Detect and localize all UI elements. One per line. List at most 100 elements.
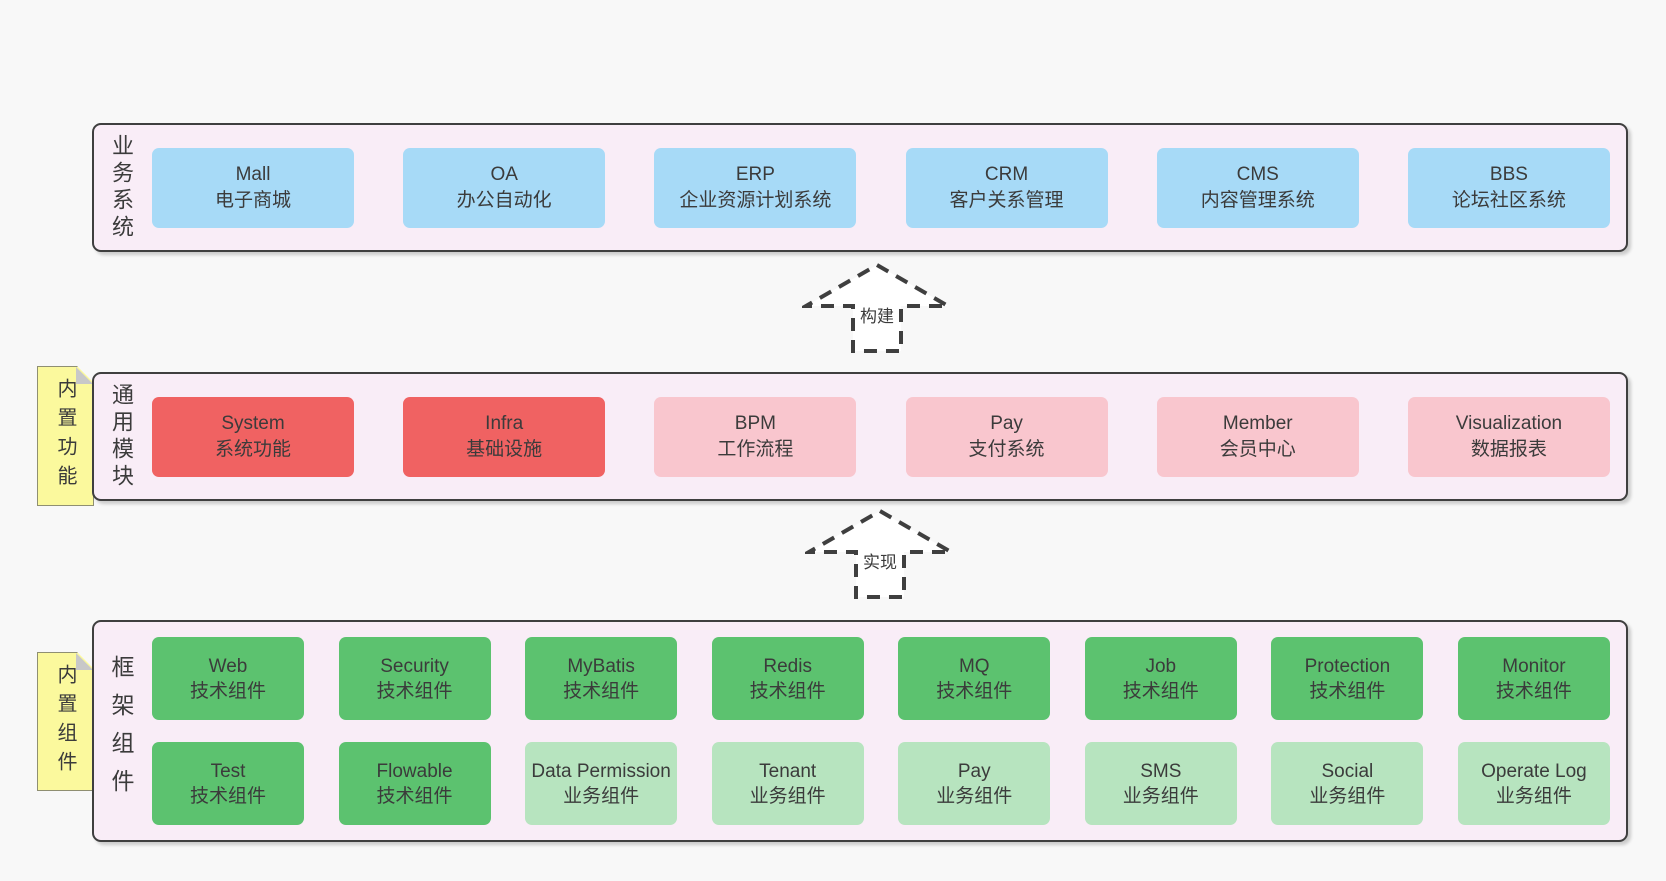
box-pay: Pay 业务组件 — [898, 742, 1051, 825]
component-name: Mall — [235, 163, 271, 185]
box-infra: Infra 基础设施 — [403, 396, 606, 477]
box-system: System 系统功能 — [152, 396, 354, 477]
component-name: MQ — [958, 655, 990, 677]
builtin-components-note-text: 内置组件 — [54, 663, 76, 780]
component-name: OA — [490, 163, 518, 185]
builtin-components-note: 内置组件 — [37, 652, 94, 791]
business-label-column: 业务系统 — [94, 125, 148, 250]
box-tenant: Tenant 业务组件 — [711, 742, 864, 825]
component-name: Web — [208, 655, 248, 677]
box-web: Web 技术组件 — [152, 637, 304, 720]
component-name: Tenant — [759, 760, 817, 782]
component-name: SMS — [1140, 760, 1182, 782]
framework-components-section: 框架组件 Web 技术组件 Security 技术组件 MyBatis 技术组件… — [92, 620, 1628, 842]
component-name: Pay — [990, 412, 1023, 434]
box-oa: OA 办公自动化 — [403, 147, 606, 228]
component-name: Social — [1321, 760, 1374, 782]
component-desc: 客户关系管理 — [949, 189, 1064, 211]
business-boxes: Mall 电子商城 OA 办公自动化 ERP 企业资源计划系统 CRM 客户关系… — [148, 125, 1626, 250]
modules-label-column: 通用模块 — [94, 374, 148, 499]
box-flowable: Flowable 技术组件 — [338, 742, 491, 825]
component-name: Pay — [957, 760, 991, 782]
component-desc: 技术组件 — [1309, 680, 1386, 702]
component-desc: 电子商城 — [214, 189, 291, 211]
component-name: CRM — [984, 163, 1029, 185]
component-desc: 会员中心 — [1219, 438, 1296, 460]
component-name: Data Permission — [531, 760, 671, 782]
component-desc: 业务组件 — [1309, 785, 1386, 807]
component-name: Redis — [763, 655, 812, 677]
box-social: Social 业务组件 — [1271, 742, 1424, 825]
box-mq: MQ 技术组件 — [898, 637, 1051, 720]
component-name: CMS — [1236, 163, 1279, 185]
component-desc: 系统功能 — [214, 438, 291, 460]
box-bpm: BPM 工作流程 — [654, 396, 857, 477]
component-desc: 办公自动化 — [456, 189, 552, 211]
box-visualization: Visualization 数据报表 — [1407, 396, 1610, 477]
box-pay: Pay 支付系统 — [905, 396, 1108, 477]
box-protection: Protection 技术组件 — [1271, 637, 1424, 720]
box-test: Test 技术组件 — [152, 742, 304, 825]
build-arrow-label: 构建 — [857, 302, 897, 327]
component-name: MyBatis — [567, 655, 635, 677]
box-monitor: Monitor 技术组件 — [1457, 637, 1610, 720]
box-bbs: BBS 论坛社区系统 — [1407, 147, 1610, 228]
component-desc: 工作流程 — [717, 438, 794, 460]
component-name: Member — [1222, 412, 1293, 434]
framework-label-column: 框架组件 — [94, 622, 148, 840]
box-member: Member 会员中心 — [1156, 396, 1359, 477]
box-sms: SMS 业务组件 — [1084, 742, 1237, 825]
box-job: Job 技术组件 — [1084, 637, 1237, 720]
box-operate-log: Operate Log 业务组件 — [1457, 742, 1610, 825]
component-name: Monitor — [1502, 655, 1566, 677]
component-name: Visualization — [1455, 412, 1563, 434]
component-name: BBS — [1489, 163, 1528, 185]
component-desc: 技术组件 — [376, 785, 453, 807]
component-desc: 技术组件 — [189, 680, 266, 702]
component-desc: 技术组件 — [563, 680, 640, 702]
framework-components-label: 框架组件 — [108, 655, 134, 807]
implement-arrow-label: 实现 — [860, 548, 900, 573]
box-data-permission: Data Permission 业务组件 — [525, 742, 678, 825]
framework-row-1: Web 技术组件 Security 技术组件 MyBatis 技术组件 Redi… — [152, 637, 1610, 720]
component-desc: 基础设施 — [466, 438, 543, 460]
component-desc: 技术组件 — [376, 680, 453, 702]
box-security: Security 技术组件 — [338, 637, 491, 720]
component-desc: 业务组件 — [1495, 785, 1572, 807]
box-mall: Mall 电子商城 — [152, 147, 354, 228]
component-desc: 技术组件 — [189, 785, 266, 807]
component-desc: 内容管理系统 — [1200, 189, 1315, 211]
box-redis: Redis 技术组件 — [711, 637, 864, 720]
component-name: System — [221, 412, 285, 434]
component-name: Protection — [1304, 655, 1391, 677]
common-modules-section: 通用模块 System 系统功能 Infra 基础设施 BPM 工作流程 Pay… — [92, 372, 1628, 501]
builtin-features-note-text: 内置功能 — [54, 378, 76, 494]
component-desc: 技术组件 — [936, 680, 1013, 702]
component-desc: 技术组件 — [749, 680, 826, 702]
component-name: Security — [380, 655, 449, 677]
component-desc: 业务组件 — [749, 785, 826, 807]
component-name: Flowable — [376, 760, 453, 782]
common-modules-label: 通用模块 — [109, 382, 134, 491]
box-erp: ERP 企业资源计划系统 — [654, 147, 857, 228]
component-name: BPM — [734, 412, 776, 434]
component-name: Operate Log — [1481, 760, 1587, 782]
component-name: ERP — [735, 163, 775, 185]
component-name: Infra — [485, 412, 524, 434]
build-arrow: 构建 — [802, 260, 952, 356]
implement-arrow: 实现 — [805, 506, 955, 602]
framework-rows: Web 技术组件 Security 技术组件 MyBatis 技术组件 Redi… — [148, 622, 1626, 840]
box-mybatis: MyBatis 技术组件 — [525, 637, 678, 720]
component-name: Job — [1145, 655, 1177, 677]
box-crm: CRM 客户关系管理 — [905, 147, 1108, 228]
business-systems-section: 业务系统 Mall 电子商城 OA 办公自动化 ERP 企业资源计划系统 CRM… — [92, 123, 1628, 252]
framework-row-2: Test 技术组件 Flowable 技术组件 Data Permission … — [152, 742, 1610, 825]
component-desc: 论坛社区系统 — [1451, 189, 1566, 211]
builtin-features-note: 内置功能 — [37, 366, 94, 506]
component-desc: 数据报表 — [1470, 438, 1547, 460]
component-desc: 业务组件 — [1122, 785, 1199, 807]
component-name: Test — [210, 760, 246, 782]
component-desc: 企业资源计划系统 — [679, 189, 832, 211]
component-desc: 业务组件 — [936, 785, 1013, 807]
